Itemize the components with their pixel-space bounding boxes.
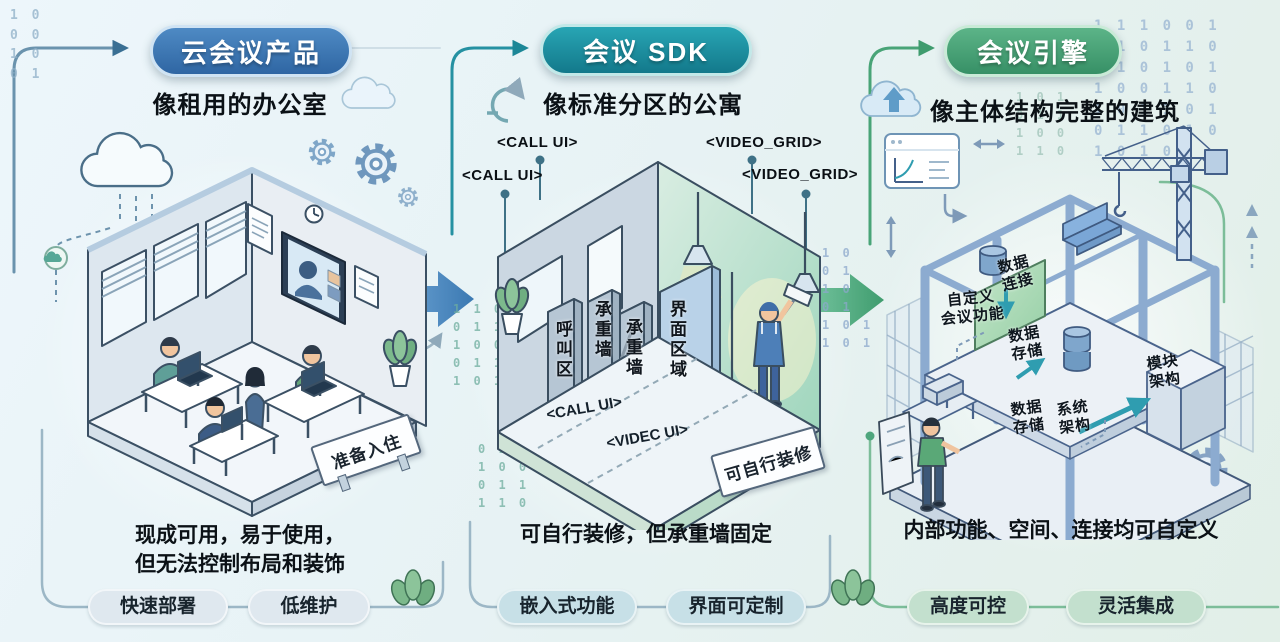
apartment-illustration (494, 161, 821, 530)
label-module-architecture: 模块 架构 (1145, 351, 1183, 392)
label-data-store: 数据 存储 (1007, 323, 1045, 364)
description-cloud-product: 现成可用，易于使用， 但无法控制布局和装饰 (135, 524, 345, 577)
code-label-call-ui: <CALL UI> (462, 167, 543, 184)
binary-decoration: 1 0 0 0 1 0 0 1 (10, 8, 43, 82)
description-meeting-engine: 内部功能、空间、连接均可自定义 (903, 519, 1219, 542)
upload-cloud-icon (860, 80, 922, 117)
blueprint-sheet (878, 411, 914, 495)
panel-frame-lines (40, 180, 1280, 609)
rain-cloud-icon (43, 131, 174, 302)
code-label-video-grid: <VIDEO_GRID> (706, 134, 823, 151)
database-icon (1063, 326, 1091, 372)
subtitle-rented-office: 像租用的办公室 (152, 92, 328, 119)
database-icon (979, 245, 1007, 276)
code-label-call-ui: <CALL UI> (497, 134, 578, 151)
sofa-icon (1062, 202, 1122, 256)
badge-customizable-ui: 界面可定制 (666, 589, 806, 625)
pill-meeting-sdk: 会议 SDK (540, 24, 752, 76)
code-label-video-grid: <VIDEO_GRID> (742, 166, 859, 183)
badge-low-maintenance: 低维护 (248, 589, 370, 625)
wall-label-bearing-wall: 承重墙 (623, 318, 642, 378)
small-nav-arrows (889, 142, 999, 252)
office-illustration (86, 167, 428, 517)
wall-posters (247, 203, 379, 309)
wall-label-bearing-wall: 承重墙 (592, 300, 611, 360)
printer-desk (902, 373, 978, 441)
clock-icon (304, 204, 324, 224)
badge-flexible-integration: 灵活集成 (1066, 589, 1206, 625)
office-workers (141, 337, 365, 476)
video-wall-screen (281, 231, 346, 325)
badge-quick-deploy: 快速部署 (88, 589, 228, 625)
pill-cloud-meeting-product: 云会议产品 (150, 25, 352, 77)
refresh-arrow-icon (487, 76, 525, 123)
chart-window-icon (884, 133, 960, 189)
wall-label-call-zone: 呼叫区 (553, 320, 572, 380)
crane-icon (1101, 125, 1228, 261)
badge-embedded-features: 嵌入式功能 (497, 589, 637, 625)
subtitle-structural-building: 像主体结构完整的建筑 (930, 99, 1180, 126)
label-data-store: 数据 存储 (1009, 397, 1047, 438)
wall-label-ui-zone: 界面区域 (667, 300, 686, 380)
plant-icon (494, 278, 530, 335)
dashed-up-arrow-icon (1246, 204, 1258, 268)
badge-highly-controllable: 高度可控 (907, 589, 1029, 625)
office-windows (101, 201, 247, 347)
flow-arrow-green-icon (816, 274, 884, 326)
engineer-figure (878, 411, 961, 512)
description-meeting-sdk: 可自行装修，但承重墙固定 (520, 523, 772, 546)
flow-arrows-teal (997, 288, 1152, 435)
double-arrowheads (886, 139, 1005, 258)
flow-arrow-blue-icon (398, 271, 474, 327)
subtitle-partitioned-apartment: 像标准分区的公寓 (543, 92, 743, 119)
plant-icon (382, 330, 418, 387)
dashed-guides (956, 331, 1106, 448)
binary-decoration: 1 0 0 1 1 0 0 1 1 0 1 1 0 1 (822, 246, 874, 350)
binary-decoration: 1 0 1 0 1 1 1 0 0 1 1 0 (1016, 90, 1068, 158)
pill-connector-lines (12, 39, 935, 274)
module-box (1146, 349, 1226, 451)
label-system-architecture: 系统 架构 (1055, 397, 1093, 438)
building-illustration (878, 125, 1254, 540)
pill-meeting-engine: 会议引擎 (944, 25, 1122, 77)
bush-icon (387, 569, 439, 609)
